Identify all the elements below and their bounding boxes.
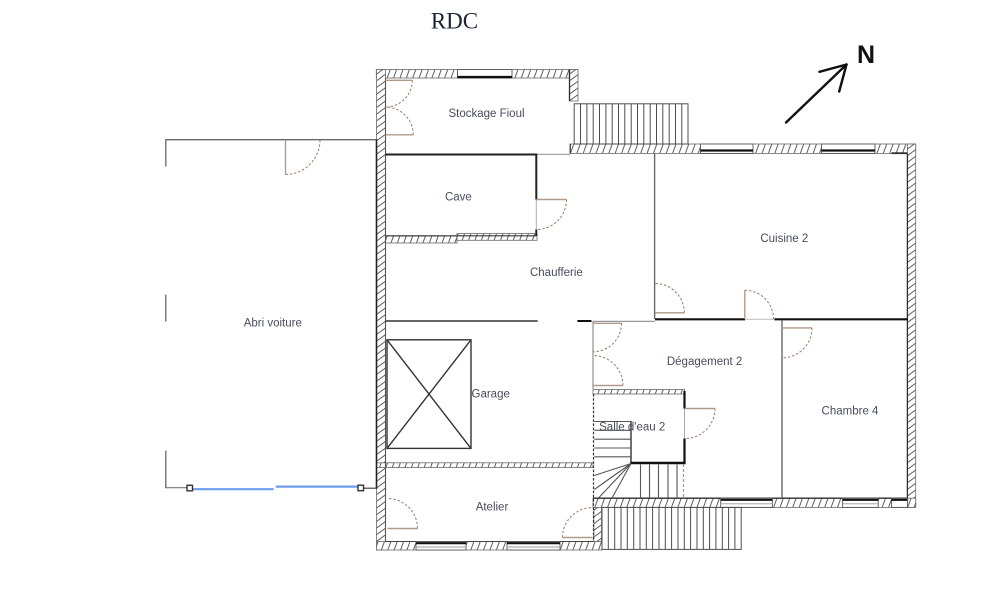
svg-text:Atelier: Atelier (476, 501, 509, 513)
svg-text:Garage: Garage (472, 388, 510, 400)
svg-text:Dégagement 2: Dégagement 2 (667, 356, 742, 368)
svg-text:Salle d'eau 2: Salle d'eau 2 (599, 422, 665, 434)
svg-text:Chambre 4: Chambre 4 (822, 406, 879, 418)
svg-text:N: N (857, 41, 875, 69)
svg-text:Cave: Cave (445, 191, 472, 203)
svg-text:RDC: RDC (431, 9, 478, 34)
svg-text:Cuisine 2: Cuisine 2 (760, 233, 808, 245)
svg-text:Chaufferie: Chaufferie (530, 267, 583, 279)
svg-text:Abri voiture: Abri voiture (244, 318, 302, 330)
svg-text:Stockage Fioul: Stockage Fioul (448, 108, 524, 120)
